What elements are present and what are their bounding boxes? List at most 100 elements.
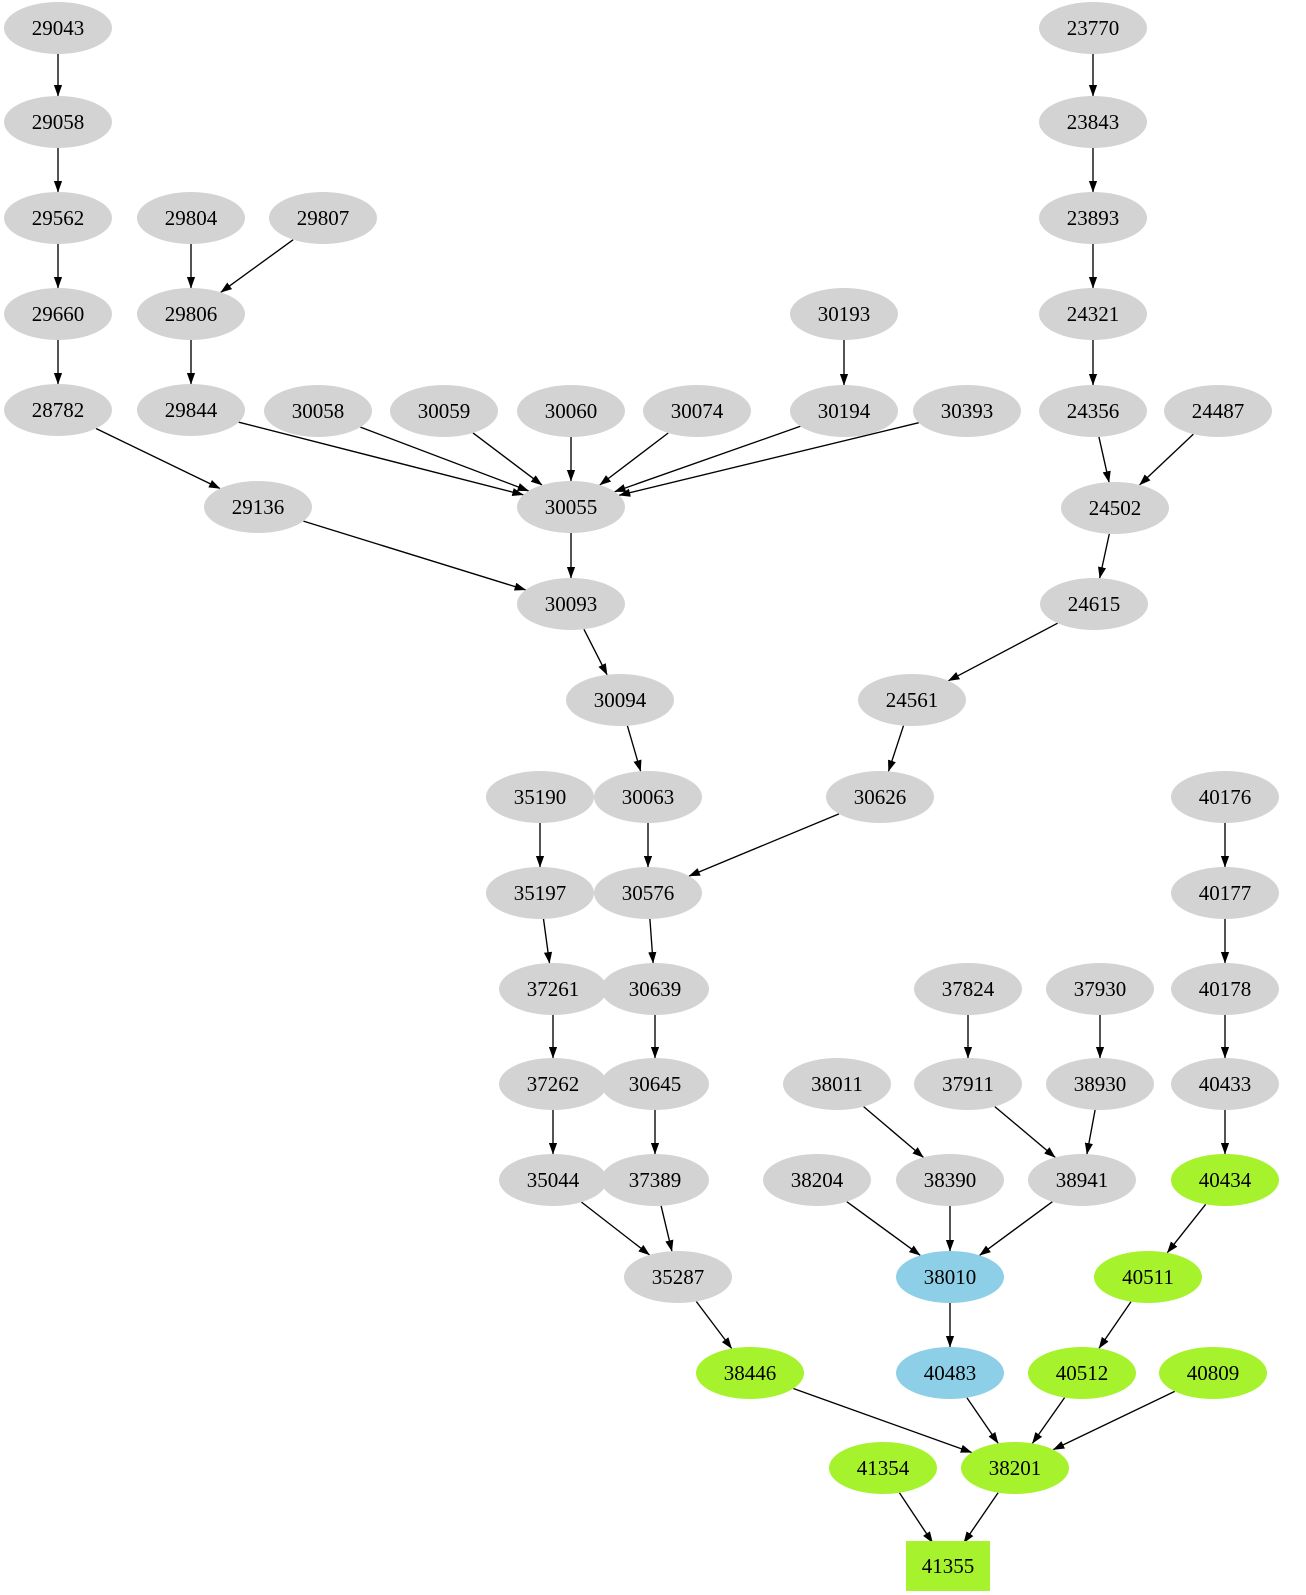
graph-node-30058: 30058 <box>264 385 372 437</box>
edge-40483-38201 <box>966 1397 999 1444</box>
graph-node-30094: 30094 <box>566 674 674 726</box>
edge-40434-40511 <box>1166 1203 1207 1254</box>
edge-30094-30063 <box>626 725 642 772</box>
graph-node-29844: 29844 <box>137 384 245 436</box>
edge-group <box>53 54 1230 1544</box>
graph-node-29807: 29807 <box>269 192 377 244</box>
graph-node-29562: 29562 <box>4 192 112 244</box>
edge-30059-30055 <box>472 432 543 486</box>
edge-29807-29806 <box>220 239 294 293</box>
graph-node-38390: 38390 <box>896 1154 1004 1206</box>
edge-35197-37261 <box>542 918 553 964</box>
edge-38011-38390 <box>863 1106 924 1158</box>
graph-node-24615: 24615 <box>1040 578 1148 630</box>
graph-node-35287: 35287 <box>624 1251 732 1303</box>
graph-node-37262: 37262 <box>499 1058 607 1110</box>
graph-node-30074: 30074 <box>643 385 751 437</box>
graph-node-38204: 38204 <box>763 1154 871 1206</box>
edge-28782-29136 <box>95 427 221 490</box>
graph-node-30193: 30193 <box>790 288 898 340</box>
graph-node-30639: 30639 <box>601 963 709 1015</box>
graph-node-40178: 40178 <box>1171 963 1279 1015</box>
graph-node-41354: 41354 <box>829 1442 937 1494</box>
edge-24356-24502 <box>1098 436 1111 483</box>
graph-node-37911: 37911 <box>914 1058 1022 1110</box>
graph-node-40176: 40176 <box>1171 771 1279 823</box>
edge-35287-38446 <box>695 1301 733 1349</box>
graph-node-24321: 24321 <box>1039 288 1147 340</box>
graph-node-29804: 29804 <box>137 192 245 244</box>
graph-node-28782: 28782 <box>4 384 112 436</box>
graph-node-37930: 37930 <box>1046 963 1154 1015</box>
edge-24487-24502 <box>1139 433 1194 486</box>
graph-node-40809: 40809 <box>1159 1347 1267 1399</box>
graph-node-30093: 30093 <box>517 578 625 630</box>
graph-node-30059: 30059 <box>390 385 498 437</box>
graph-node-38930: 38930 <box>1046 1058 1154 1110</box>
edge-30393-30055 <box>618 422 919 497</box>
graph-node-40433: 40433 <box>1171 1058 1279 1110</box>
edge-38204-38010 <box>846 1201 921 1256</box>
graph-node-29660: 29660 <box>4 288 112 340</box>
edge-38201-41355 <box>963 1492 999 1544</box>
graph-node-38941: 38941 <box>1028 1154 1136 1206</box>
graph-node-41355: 41355 <box>906 1541 990 1591</box>
graph-node-38201: 38201 <box>961 1442 1069 1494</box>
graph-node-23843: 23843 <box>1039 96 1147 148</box>
edge-38941-38010 <box>979 1201 1053 1256</box>
edge-24502-24615 <box>1098 533 1110 579</box>
edge-35044-35287 <box>581 1201 650 1256</box>
graph-node-23770: 23770 <box>1039 2 1147 54</box>
graph-node-30626: 30626 <box>826 771 934 823</box>
edge-40809-38201 <box>1052 1390 1175 1451</box>
edge-29136-30093 <box>303 520 527 591</box>
edge-30194-30055 <box>614 425 801 493</box>
graph-node-24487: 24487 <box>1164 385 1272 437</box>
edge-37389-35287 <box>660 1205 674 1252</box>
graph-node-38446: 38446 <box>696 1347 804 1399</box>
edge-30058-30055 <box>360 426 530 492</box>
edge-40512-38201 <box>1031 1397 1066 1444</box>
graph-node-29806: 29806 <box>137 288 245 340</box>
graph-node-37389: 37389 <box>601 1154 709 1206</box>
graph-node-23893: 23893 <box>1039 192 1147 244</box>
edge-40511-40512 <box>1098 1301 1132 1349</box>
graph-node-24561: 24561 <box>858 674 966 726</box>
edge-30074-30055 <box>599 432 669 486</box>
graph-node-35197: 35197 <box>486 867 594 919</box>
graph-node-30393: 30393 <box>913 385 1021 437</box>
graph-node-37824: 37824 <box>914 963 1022 1015</box>
graph-node-24502: 24502 <box>1061 482 1169 534</box>
edge-29844-30055 <box>238 421 524 497</box>
graph-node-40511: 40511 <box>1094 1251 1202 1303</box>
graph-node-30645: 30645 <box>601 1058 709 1110</box>
graph-node-38010: 38010 <box>896 1251 1004 1303</box>
edge-24615-24561 <box>947 622 1058 682</box>
edge-30093-30094 <box>583 628 608 676</box>
edge-38446-38201 <box>793 1387 973 1454</box>
graph-node-40483: 40483 <box>896 1347 1004 1399</box>
graph-node-29043: 29043 <box>4 2 112 54</box>
graph-node-30055: 30055 <box>517 481 625 533</box>
edge-30626-30576 <box>688 813 840 877</box>
graph-node-30576: 30576 <box>594 867 702 919</box>
graph-node-29136: 29136 <box>204 481 312 533</box>
graph-node-24356: 24356 <box>1039 385 1147 437</box>
graph-node-30063: 30063 <box>594 771 702 823</box>
edge-24561-30626 <box>887 725 905 772</box>
graph-node-29058: 29058 <box>4 96 112 148</box>
graph-node-40177: 40177 <box>1171 867 1279 919</box>
graph-node-30060: 30060 <box>517 385 625 437</box>
graph-node-40512: 40512 <box>1028 1347 1136 1399</box>
graph-node-35044: 35044 <box>499 1154 607 1206</box>
edge-41354-41355 <box>898 1492 934 1544</box>
edge-38930-38941 <box>1084 1109 1096 1155</box>
graph-node-40434: 40434 <box>1171 1154 1279 1206</box>
graph-node-30194: 30194 <box>790 385 898 437</box>
graph-node-35190: 35190 <box>486 771 594 823</box>
graph-node-38011: 38011 <box>783 1058 891 1110</box>
graph-node-37261: 37261 <box>499 963 607 1015</box>
edge-37911-38941 <box>994 1106 1056 1158</box>
